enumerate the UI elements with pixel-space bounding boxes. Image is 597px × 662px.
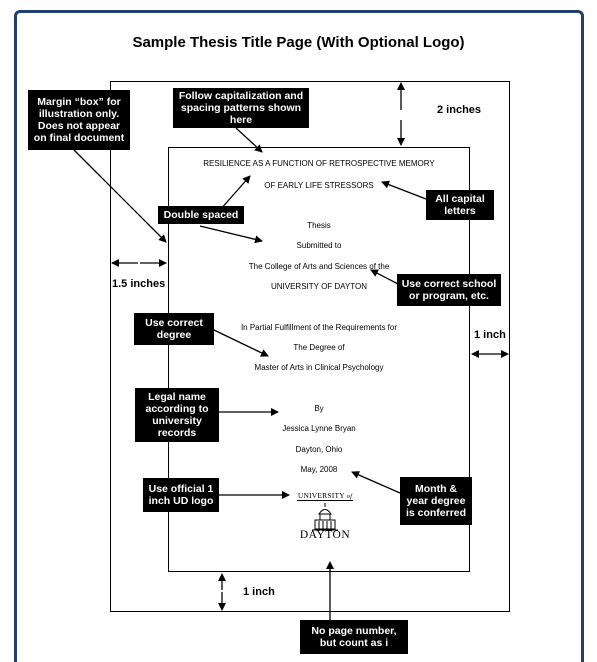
degree-intro: The Degree of <box>293 343 345 352</box>
dim-label-top: 2 inches <box>437 104 482 116</box>
margin-box-inner <box>168 147 470 572</box>
dim-label-right: 1 inch <box>474 329 506 341</box>
note-official-logo: Use official 1 inch UD logo <box>143 478 219 512</box>
note-double-spaced: Double spaced <box>158 206 244 224</box>
margin-box-outer <box>110 81 510 612</box>
arrow-month-year <box>351 471 401 494</box>
by-line: By <box>314 404 324 413</box>
date-line: May, 2008 <box>300 465 338 474</box>
arrow-double-spaced-down <box>199 225 263 244</box>
doc-type: Thesis <box>307 221 331 230</box>
arrow-double-spaced-up <box>219 175 251 211</box>
degree-line: Master of Arts in Clinical Psychology <box>254 363 384 372</box>
figure-title: Sample Thesis Title Page (With Optional … <box>132 34 465 51</box>
submitted-to: Submitted to <box>296 241 342 250</box>
note-correct-school: Use correct school or program, etc. <box>397 274 501 306</box>
thesis-title-line-2: OF EARLY LIFE STRESSORS <box>264 181 374 190</box>
place-line: Dayton, Ohio <box>295 445 343 454</box>
logo-top-text: UNIVERSITY of <box>297 491 353 501</box>
fulfillment-line: In Partial Fulfillment of the Requiremen… <box>240 323 398 332</box>
building-dome-icon <box>312 503 338 531</box>
note-correct-degree: Use correct degree <box>134 313 214 345</box>
note-all-capital: All capital letters <box>426 190 494 220</box>
logo-bottom-text: DAYTON <box>299 529 351 541</box>
dim-label-bottom: 1 inch <box>243 586 275 598</box>
note-month-year: Month & year degree is conferred <box>400 477 472 525</box>
arrow-capitalization <box>235 127 263 153</box>
university-logo: UNIVERSITY of DAYTON <box>297 491 353 547</box>
dim-label-left: 1.5 inches <box>112 278 166 290</box>
note-capitalization: Follow capitalization and spacing patter… <box>173 88 309 128</box>
thesis-title-line-1: RESILIENCE AS A FUNCTION OF RETROSPECTIV… <box>203 159 435 168</box>
arrow-correct-degree <box>213 329 269 357</box>
arrow-margin-box <box>73 149 167 243</box>
arrow-correct-school <box>370 269 401 286</box>
author-line: Jessica Lynne Bryan <box>282 424 356 433</box>
arrow-all-capital <box>381 180 427 200</box>
note-legal-name: Legal name according to university recor… <box>135 388 219 442</box>
note-page-number: No page number, but count as i <box>300 620 408 654</box>
college-line: The College of Arts and Sciences of the <box>248 262 390 271</box>
university-line: UNIVERSITY OF DAYTON <box>270 282 367 291</box>
note-margin-box: Margin “box” for illustration only. Does… <box>28 90 130 150</box>
